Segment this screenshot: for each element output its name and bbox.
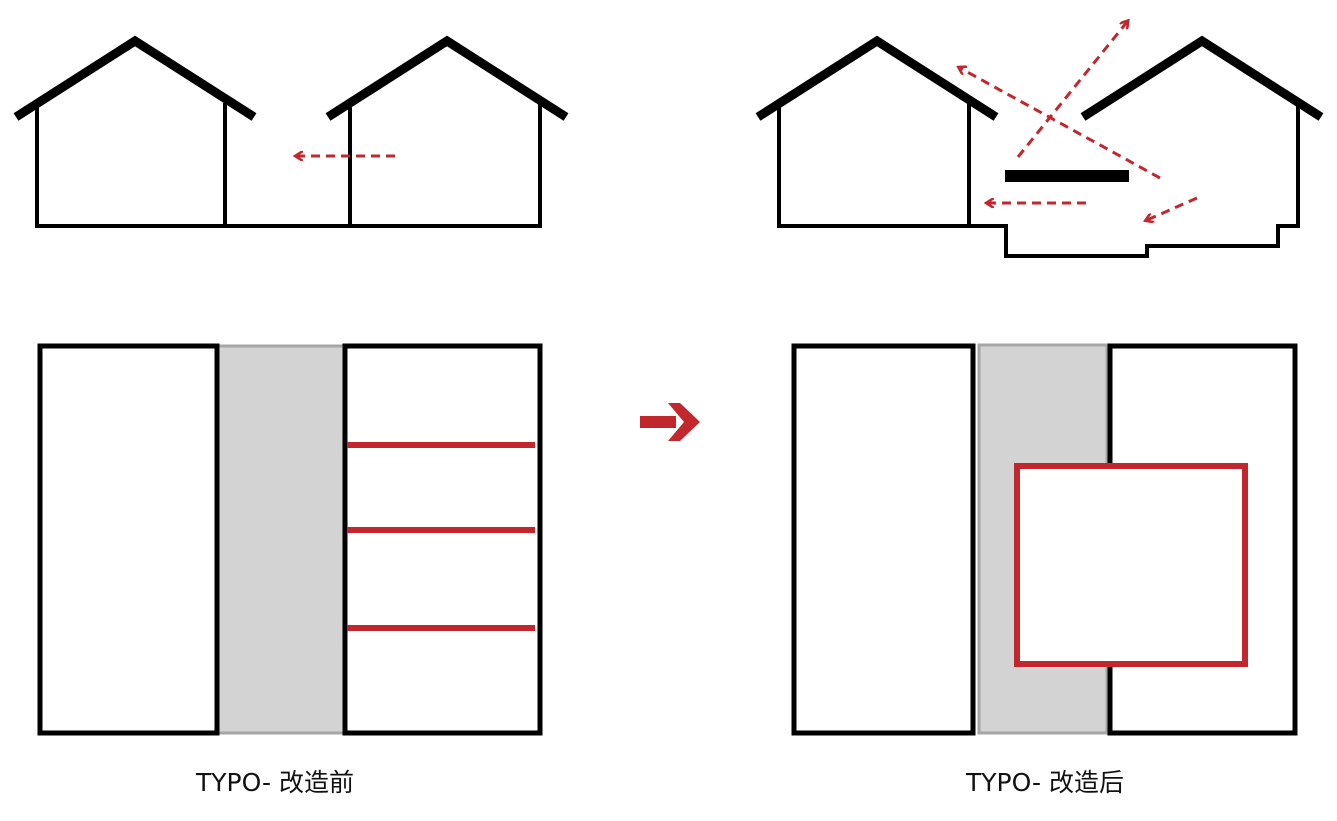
after-plan	[791, 343, 1298, 736]
before-left-house-walls	[35, 103, 227, 228]
after-section	[755, 22, 1324, 258]
before-section	[13, 35, 569, 228]
after-sunken-floor	[969, 103, 1300, 258]
before-corridor	[215, 344, 347, 735]
after-airflow-arrow-up	[1016, 22, 1127, 158]
after-left-block	[791, 343, 976, 736]
after-airflow-arrow-in	[1147, 196, 1198, 220]
before-left-block	[37, 343, 220, 736]
right-arrow-icon	[640, 403, 700, 441]
before-caption: TYPO- 改造前	[196, 768, 354, 797]
after-right-roof	[1080, 35, 1324, 121]
after-airflow-arrow-diagonal	[960, 68, 1161, 180]
after-new-volume	[1014, 463, 1248, 667]
before-right-roof	[325, 35, 569, 121]
after-caption: TYPO- 改造后	[966, 768, 1124, 797]
after-left-roof	[755, 35, 999, 121]
after-canopy-slab	[1005, 170, 1129, 182]
before-right-block	[342, 343, 543, 736]
after-left-house-walls	[777, 103, 971, 228]
before-plan	[37, 343, 543, 736]
before-left-roof	[13, 35, 257, 121]
before-right-house-walls	[348, 103, 542, 228]
